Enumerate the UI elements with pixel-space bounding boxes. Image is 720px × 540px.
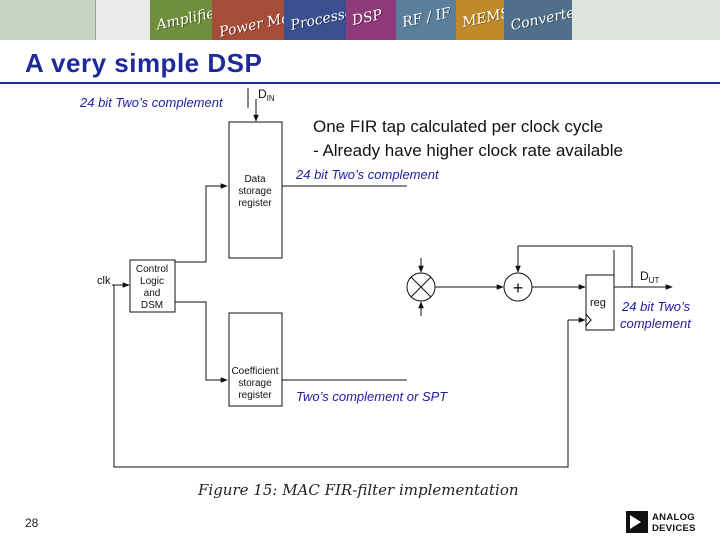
banner-tile-3: Processors bbox=[284, 0, 347, 40]
data-storage-register bbox=[228, 121, 283, 259]
data-reg-line-3: register bbox=[238, 198, 272, 209]
dout-format-label-1: 24 bit Two’s bbox=[622, 299, 691, 314]
clock-distribution-loop bbox=[113, 285, 569, 468]
page-number: 28 bbox=[25, 516, 39, 530]
coef-reg-line-1: Coefficient bbox=[231, 366, 278, 377]
coef-reg-line-2: storage bbox=[238, 378, 272, 389]
din-format-label: 24 bit Two’s complement bbox=[80, 95, 223, 110]
data-reg-line-1: Data bbox=[244, 174, 266, 185]
logo-word-2: DEVICES bbox=[652, 523, 696, 534]
ctrl-to-coef-reg bbox=[175, 301, 228, 383]
data-reg-line-2: storage bbox=[238, 186, 272, 197]
reg-label: reg bbox=[590, 297, 606, 309]
coef-reg-line-3: register bbox=[238, 390, 272, 401]
adder-symbol: + bbox=[513, 278, 524, 298]
dout-label: DUT bbox=[640, 269, 659, 285]
clk-label: clk bbox=[97, 275, 111, 287]
coef-storage-register bbox=[228, 312, 283, 407]
note-line-2: - Already have higher clock rate availab… bbox=[313, 141, 623, 160]
ctrl-line-3: and bbox=[144, 288, 161, 299]
figure-caption: Figure 15: MAC FIR-filter implementation bbox=[198, 481, 519, 499]
banner-tile-1: Amplifiers bbox=[150, 0, 213, 40]
banner-tile-amplifiers bbox=[0, 0, 96, 40]
note-line-1: One FIR tap calculated per clock cycle bbox=[313, 117, 604, 136]
analog-devices-logo: ANALOG DEVICES bbox=[626, 511, 704, 535]
banner-tile-4: DSP bbox=[346, 0, 397, 40]
coef-format-label: Two’s complement or SPT bbox=[296, 389, 448, 404]
din-label: DIN bbox=[258, 87, 275, 103]
slide-title: A very simple DSP bbox=[25, 48, 263, 78]
reg-clock-triangle bbox=[585, 313, 592, 327]
notes-block: One FIR tap calculated per clock cycle -… bbox=[313, 115, 623, 163]
logo-triangle-icon bbox=[626, 511, 648, 533]
ctrl-to-data-reg bbox=[175, 183, 228, 263]
banner-tile-fade bbox=[572, 0, 720, 40]
coef-out-format-label: 24 bit Two’s complement bbox=[296, 167, 439, 182]
ctrl-line-1: Control bbox=[136, 264, 168, 275]
title-rule bbox=[0, 82, 720, 84]
control-logic-block bbox=[129, 259, 176, 313]
multiplier-cross-2 bbox=[410, 276, 432, 298]
ctrl-line-2: Logic bbox=[140, 276, 164, 287]
logo-word-1: ANALOG bbox=[652, 512, 695, 523]
output-register bbox=[585, 274, 615, 331]
dout-format-label-2: complement bbox=[620, 316, 691, 331]
header-banner: Amplifiers Power Management Processors D… bbox=[0, 0, 720, 40]
ctrl-line-4: DSM bbox=[141, 300, 163, 311]
